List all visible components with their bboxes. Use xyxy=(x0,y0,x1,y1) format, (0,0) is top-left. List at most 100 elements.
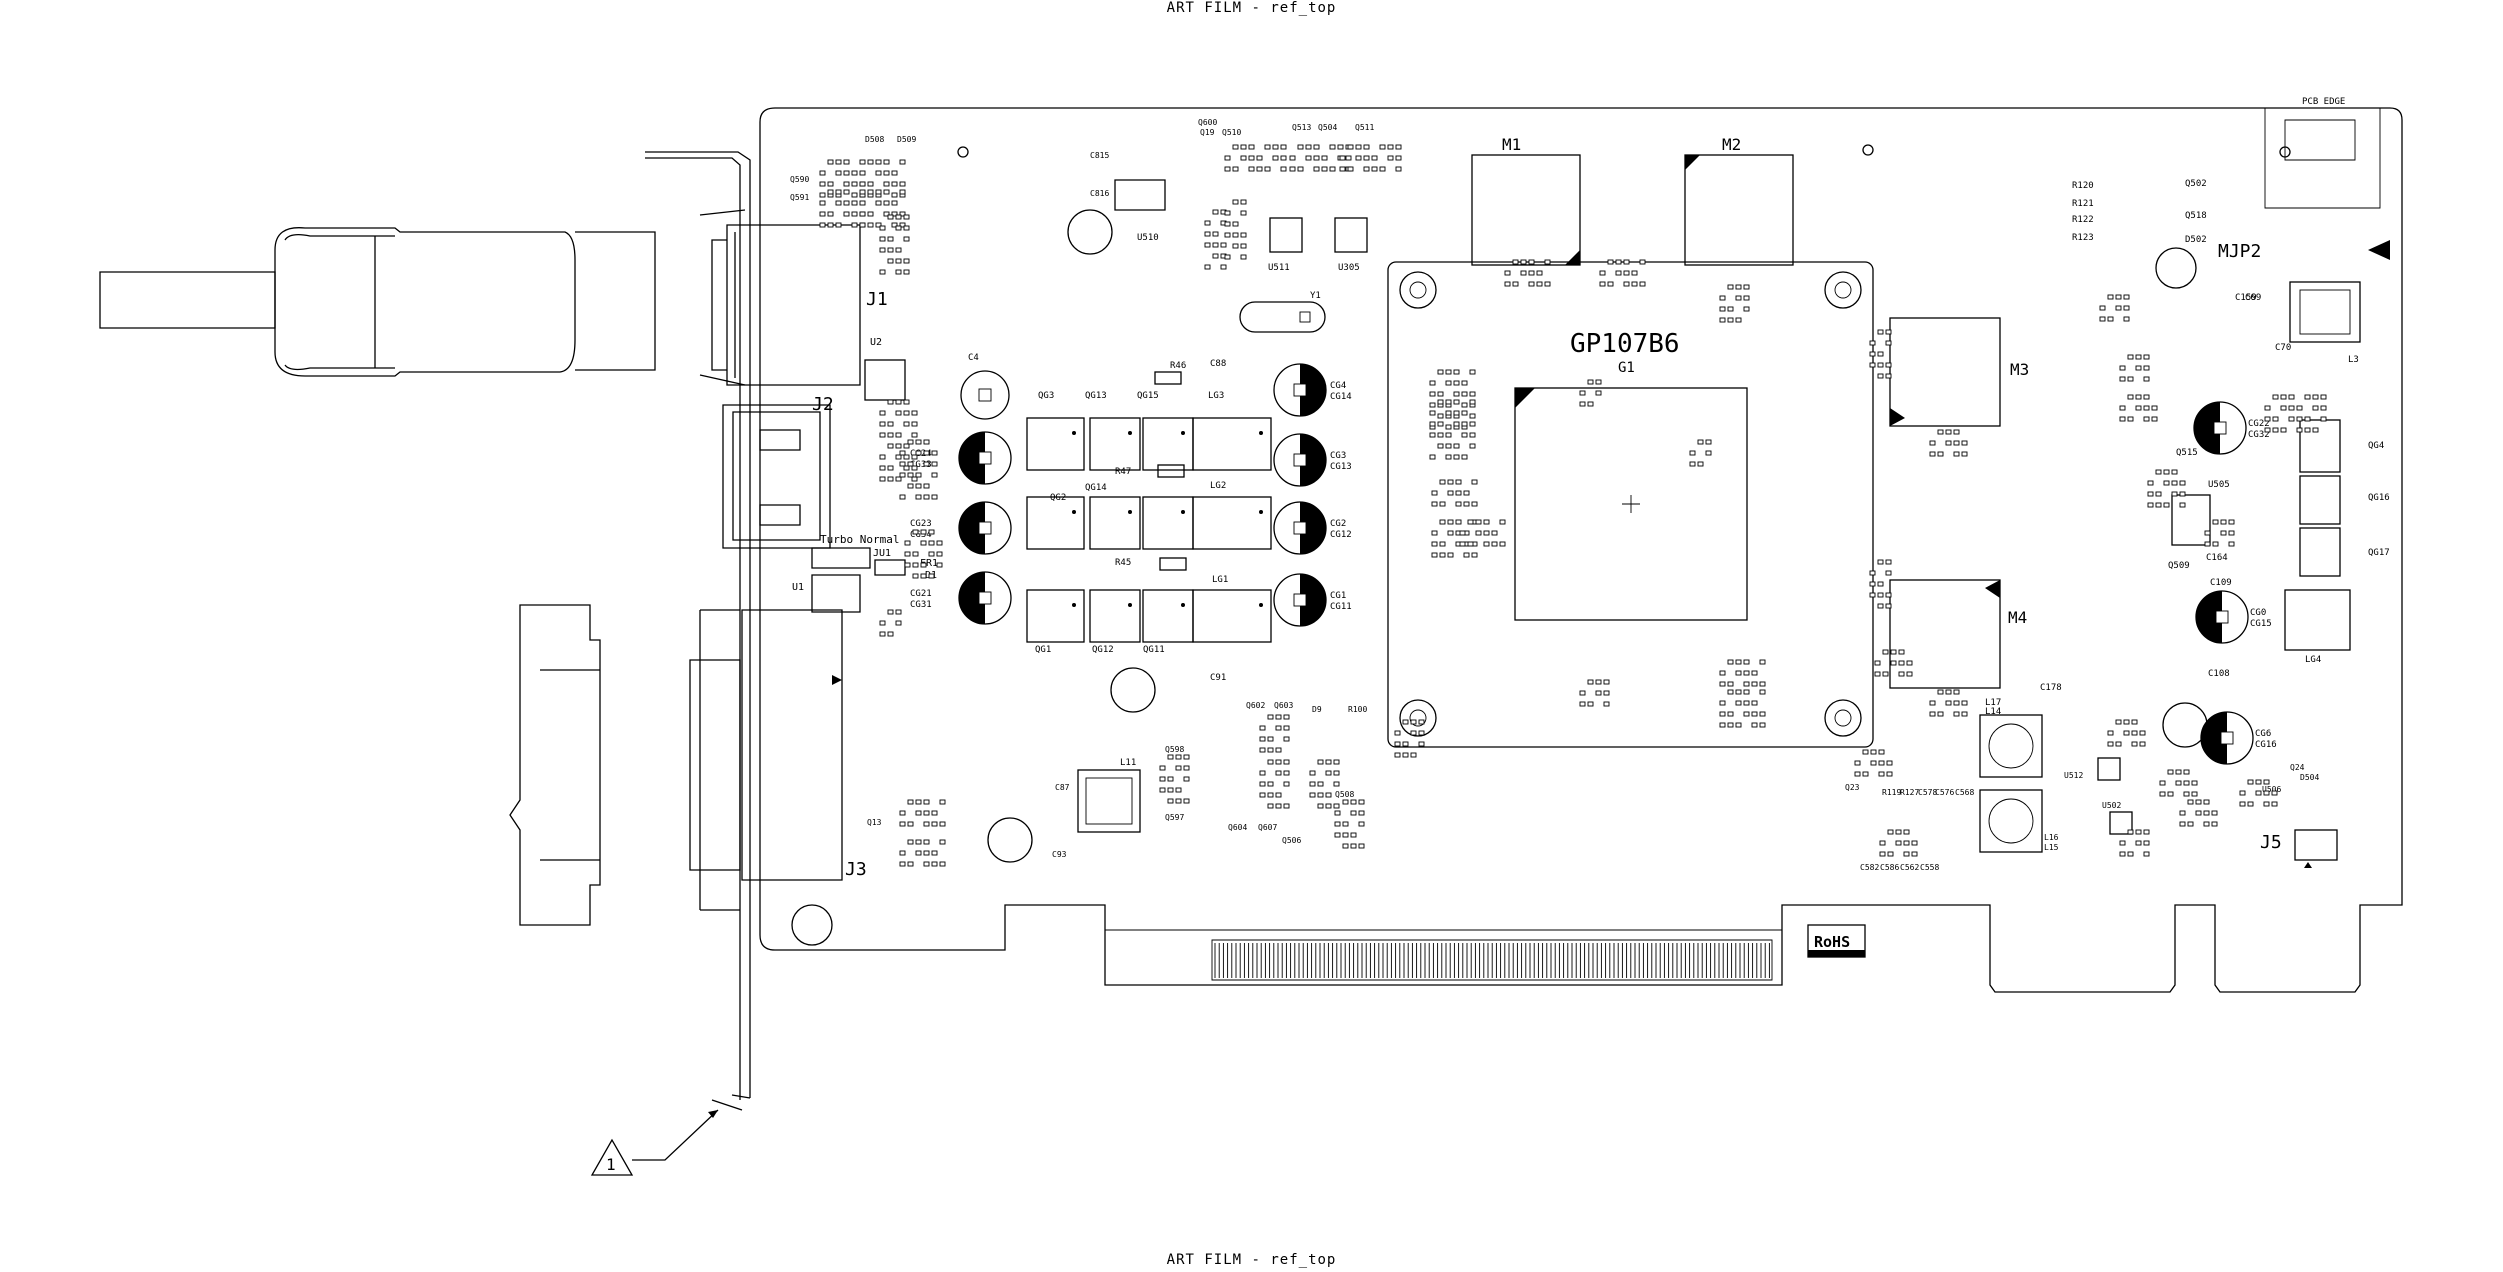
vrm-block xyxy=(1142,496,1194,550)
smd-pad xyxy=(915,839,922,845)
smd-pad xyxy=(1325,759,1332,765)
smd-pad xyxy=(1259,747,1266,753)
memory-label-m3: M3 xyxy=(2010,360,2029,379)
smd-pad xyxy=(1727,659,1734,665)
reference-designator: L14 xyxy=(1985,707,2001,717)
smd-pad xyxy=(843,159,850,165)
smd-pad xyxy=(1743,306,1750,312)
smd-pad xyxy=(1727,317,1734,323)
smd-pad xyxy=(1607,281,1614,287)
smd-pad xyxy=(1167,776,1174,782)
smd-pad xyxy=(2212,519,2219,525)
smd-pad xyxy=(1743,284,1750,290)
smd-pad xyxy=(2179,810,2186,816)
reference-designator: Q598 xyxy=(1165,745,1184,754)
reference-designator: Q511 xyxy=(1355,123,1374,132)
smd-pad xyxy=(1283,781,1290,787)
reference-designator: Q24 xyxy=(2290,763,2305,772)
capacitor-c4 xyxy=(960,370,1010,420)
smd-pad xyxy=(1232,221,1239,227)
smd-pad xyxy=(1705,450,1712,456)
smd-pad xyxy=(1212,242,1219,248)
smd-pad xyxy=(2203,821,2210,827)
smd-pad xyxy=(904,540,911,546)
smd-pad xyxy=(1461,421,1468,427)
smd-pad xyxy=(2119,416,2126,422)
smd-pad xyxy=(2272,416,2279,422)
smd-pad xyxy=(2151,405,2158,411)
smd-pad xyxy=(1280,155,1287,161)
reference-designator: Q513 xyxy=(1292,123,1311,132)
smd-pad xyxy=(2263,779,2270,785)
smd-pad xyxy=(1759,681,1766,687)
smd-pad xyxy=(895,225,902,231)
smd-pad xyxy=(1429,380,1436,386)
label-u1: U1 xyxy=(792,582,804,593)
smd-pad xyxy=(1204,242,1211,248)
smd-pad xyxy=(1751,711,1758,717)
reference-designator: C586 xyxy=(1880,863,1899,872)
smd-pad xyxy=(903,214,910,220)
smd-pad xyxy=(923,494,930,500)
label-u2: U2 xyxy=(870,337,882,348)
smd-pad xyxy=(1453,410,1460,416)
smd-pad xyxy=(1325,803,1332,809)
smd-pad xyxy=(2320,405,2327,411)
smd-pad xyxy=(1175,765,1182,771)
smd-pad xyxy=(1483,519,1490,525)
vrm-block xyxy=(1089,496,1141,550)
smd-pad xyxy=(1437,421,1444,427)
vrm-block xyxy=(1192,496,1272,550)
reference-designator: C93 xyxy=(1052,850,1067,859)
smd-pad xyxy=(1358,821,1365,827)
vrm-ref-c91: C91 xyxy=(1210,673,1226,683)
label-u511: U511 xyxy=(1268,263,1290,273)
smd-pad xyxy=(895,476,902,482)
smd-pad xyxy=(1461,432,1468,438)
smd-pad xyxy=(899,861,906,867)
smd-pad xyxy=(2135,840,2142,846)
smd-pad xyxy=(1429,402,1436,408)
jumper-ju1: Turbo Normal JU1 U1 FR1 D1 U2 xyxy=(792,337,938,613)
smd-pad xyxy=(1167,798,1174,804)
smd-pad xyxy=(1869,362,1876,368)
smd-pad xyxy=(1528,259,1535,265)
smd-pad xyxy=(1463,501,1470,507)
smd-pad xyxy=(1204,264,1211,270)
smd-pad xyxy=(1283,803,1290,809)
smd-pad xyxy=(2280,405,2287,411)
label-l3: L3 xyxy=(2348,355,2359,365)
smd-pad xyxy=(887,247,894,253)
smd-pad xyxy=(1439,541,1446,547)
smd-pad xyxy=(1240,199,1247,205)
smd-pad xyxy=(1410,752,1417,758)
reference-designator: Q23 xyxy=(1845,783,1860,792)
connector-j2: J2 xyxy=(722,394,834,549)
smd-pad xyxy=(2296,416,2303,422)
smd-pad xyxy=(1877,559,1884,565)
smd-pad xyxy=(2119,376,2126,382)
smd-pad xyxy=(1395,155,1402,161)
smd-pad xyxy=(2131,719,2138,725)
smd-pad xyxy=(1945,429,1952,435)
reference-designator: Q604 xyxy=(1228,823,1247,832)
smd-pad xyxy=(923,439,930,445)
label-u512: U512 xyxy=(2064,771,2083,780)
smd-pad xyxy=(1623,270,1630,276)
smd-pad xyxy=(1453,391,1460,397)
smd-pad xyxy=(1536,281,1543,287)
smd-pad xyxy=(2288,405,2295,411)
smd-pad xyxy=(1579,701,1586,707)
smd-pad xyxy=(1267,714,1274,720)
smd-pad xyxy=(1483,541,1490,547)
smd-pad xyxy=(911,454,918,460)
smd-pad xyxy=(1759,689,1766,695)
smd-pad xyxy=(1906,660,1913,666)
smd-pad xyxy=(887,631,894,637)
smd-pad xyxy=(887,399,894,405)
smd-pad xyxy=(1339,155,1346,161)
gpu-ref-label: G1 xyxy=(1618,360,1635,376)
smd-pad xyxy=(915,450,922,456)
vrm-ref-r46: R46 xyxy=(1170,361,1186,371)
